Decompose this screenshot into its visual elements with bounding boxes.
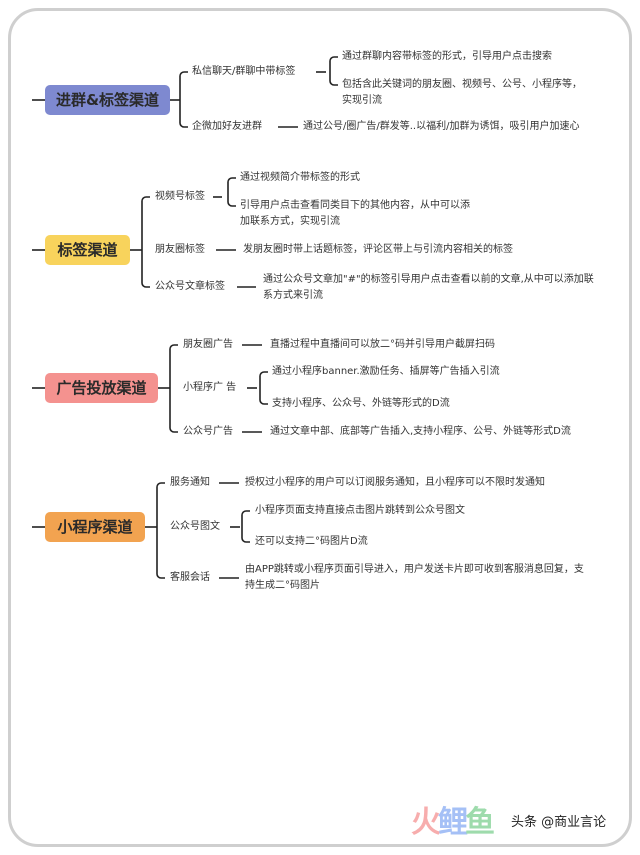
leaf: 由APP跳转或小程序页面引导进入，用户发送卡片即可收到客服消息回复，支持生成二°…: [245, 564, 584, 591]
branch-service-notice[interactable]: 服务通知: [170, 477, 210, 488]
branch-moments-tag[interactable]: 朋友圈标签: [155, 244, 205, 255]
root-node-miniprogram-channel[interactable]: 小程序渠道: [45, 512, 145, 542]
leaf: 小程序页面支持直接点击图片跳转到公众号图文: [255, 505, 465, 516]
leaf: 通过视频简介带标签的形式: [240, 172, 360, 183]
branch-article-tag[interactable]: 公众号文章标签: [155, 281, 225, 292]
watermark-text: 头条 @商业言论: [511, 815, 607, 830]
root-node-group-tag-channel[interactable]: 进群&标签渠道: [45, 85, 170, 115]
leaf: 通过文章中部、底部等广告插入,支持小程序、公号、外链等形式D流: [270, 426, 571, 437]
branch-customer-service[interactable]: 客服会话: [170, 572, 210, 583]
leaf: 授权过小程序的用户可以订阅服务通知，且小程序可以不限时发通知: [245, 477, 545, 488]
leaf: 通过公众号文章加"#"的标签引导用户点击查看以前的文章,从中可以添加联系方式来引…: [263, 274, 594, 301]
leaf: 支持小程序、公众号、外链等形式的D流: [272, 398, 450, 409]
leaf: 直播过程中直播间可以放二°码并引导用户截屏扫码: [270, 339, 495, 350]
leaf: 引导用户点击查看同类目下的其他内容，从中可以添加联系方式，实现引流: [240, 200, 470, 227]
branch-official-account-ad[interactable]: 公众号广告: [183, 426, 233, 437]
watermark-logo: 火鲤鱼: [411, 805, 495, 840]
branch-private-chat-tag[interactable]: 私信聊天/群聊中带标签: [192, 66, 296, 77]
leaf: 包括含此关键词的朋友圈、视频号、公号、小程序等，实现引流: [342, 79, 582, 106]
watermark: 火鲤鱼 头条 @商业言论: [411, 803, 626, 843]
leaf: 还可以支持二°码图片D流: [255, 536, 368, 547]
branch-article-link[interactable]: 公众号图文: [170, 521, 220, 532]
frame-border: [8, 8, 632, 847]
root-node-tag-channel[interactable]: 标签渠道: [45, 235, 130, 265]
leaf: 通过群聊内容带标签的形式，引导用户点击搜索: [342, 51, 552, 62]
leaf: 通过小程序banner.激励任务、插屏等广告插入引流: [272, 366, 500, 377]
branch-miniprogram-ad[interactable]: 小程序广 告: [183, 382, 237, 393]
branch-video-tag[interactable]: 视频号标签: [155, 191, 205, 202]
branch-moments-ad[interactable]: 朋友圈广告: [183, 339, 233, 350]
root-node-ad-channel[interactable]: 广告投放渠道: [45, 373, 158, 403]
leaf: 通过公号/圈广告/群发等..以福利/加群为诱饵，吸引用户加速心: [303, 121, 580, 132]
leaf: 发朋友圈时带上话题标签，评论区带上与引流内容相关的标签: [243, 244, 513, 255]
branch-wecom-add-friend[interactable]: 企微加好友进群: [192, 121, 262, 132]
